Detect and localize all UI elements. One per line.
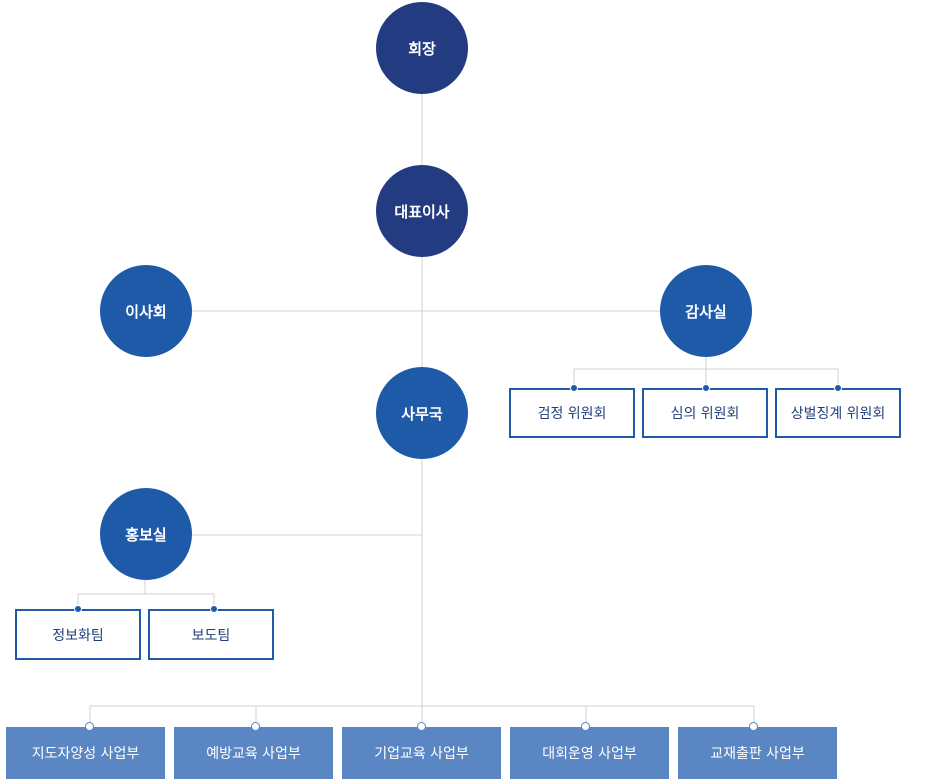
connector-ring <box>417 722 426 731</box>
committee-box: 상벌징계 위원회 <box>775 388 901 438</box>
team-label: 정보화팀 <box>52 627 104 644</box>
node-ceo-label: 대표이사 <box>394 202 450 221</box>
connector-dot <box>834 384 842 392</box>
committee-label: 심의 위원회 <box>670 406 740 422</box>
division-label: 지도자양성 사업부 <box>31 746 140 762</box>
team-box: 정보화팀 <box>15 609 141 660</box>
node-board: 이사회 <box>100 265 192 357</box>
connector-dot <box>702 384 710 392</box>
node-board-label: 이사회 <box>125 302 167 321</box>
committee-label: 검정 위원회 <box>537 406 607 422</box>
connector-ring <box>749 722 758 731</box>
division-box: 대회운영 사업부 <box>510 727 669 779</box>
committee-label: 상벌징계 위원회 <box>790 406 886 422</box>
division-label: 교재출판 사업부 <box>710 746 805 762</box>
committee-box: 검정 위원회 <box>509 388 635 438</box>
team-box: 보도팀 <box>148 609 274 660</box>
committee-box: 심의 위원회 <box>642 388 768 438</box>
connector-ring <box>581 722 590 731</box>
team-label: 보도팀 <box>191 627 231 644</box>
connector-dot <box>570 384 578 392</box>
connector-dot <box>74 605 82 613</box>
division-box: 기업교육 사업부 <box>342 727 501 779</box>
division-label: 대회운영 사업부 <box>542 746 637 762</box>
node-secretariat-label: 사무국 <box>401 404 443 423</box>
connector-ring <box>85 722 94 731</box>
node-chairman: 회장 <box>376 2 468 94</box>
node-secretariat: 사무국 <box>376 367 468 459</box>
node-audit: 감사실 <box>660 265 752 357</box>
node-pr-office-label: 홍보실 <box>125 525 167 544</box>
division-box: 교재출판 사업부 <box>678 727 837 779</box>
node-pr-office: 홍보실 <box>100 488 192 580</box>
division-label: 예방교육 사업부 <box>206 746 301 762</box>
node-ceo: 대표이사 <box>376 165 468 257</box>
node-chairman-label: 회장 <box>408 39 436 58</box>
division-label: 기업교육 사업부 <box>374 746 469 762</box>
node-audit-label: 감사실 <box>685 302 727 321</box>
division-box: 예방교육 사업부 <box>174 727 333 779</box>
division-box: 지도자양성 사업부 <box>6 727 165 779</box>
connector-ring <box>251 722 260 731</box>
connector-dot <box>210 605 218 613</box>
